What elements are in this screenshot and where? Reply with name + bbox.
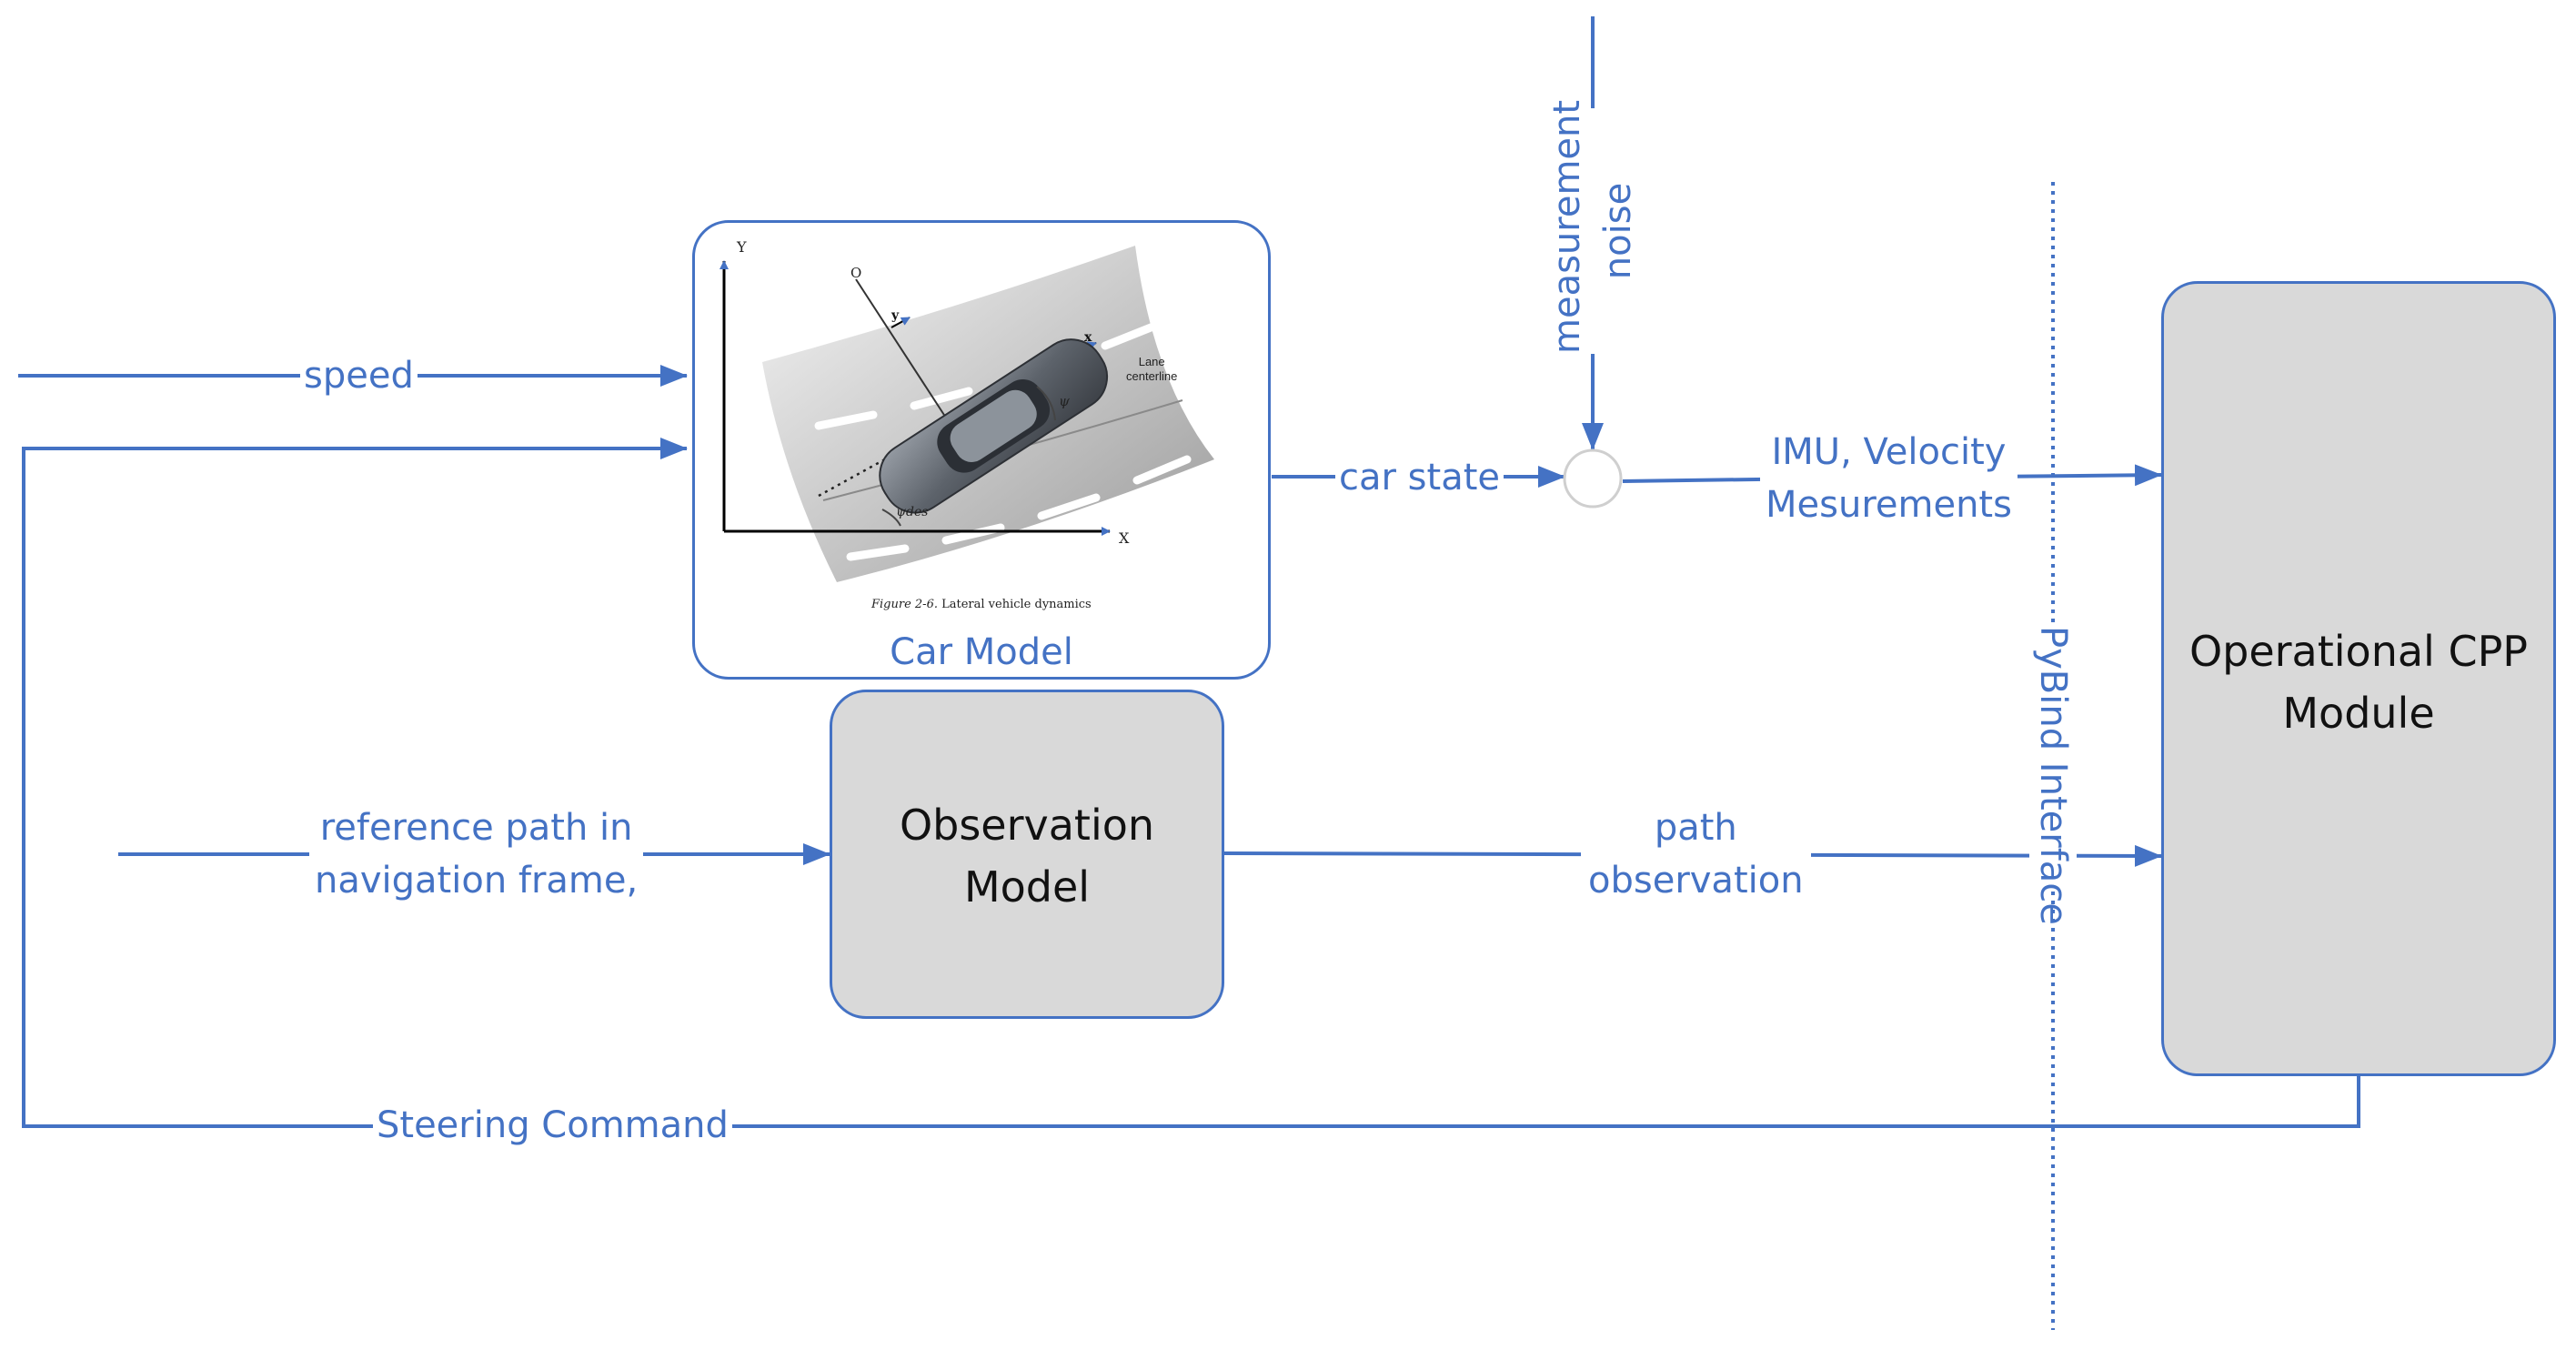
figure-lane-label-line1: Lane: [1138, 355, 1165, 368]
car-state-label: car state: [1335, 451, 1504, 504]
observation-model-title-line2: Model: [963, 862, 1091, 912]
figure-car-y-label: y: [891, 308, 900, 323]
cpp-module-block: Operational CPP Module: [2161, 281, 2556, 1076]
figure-axis-x-label: X: [1119, 529, 1130, 547]
reference-path-label-line2: navigation frame,: [315, 860, 639, 902]
car-model-title: Car Model: [890, 631, 1073, 673]
observation-model-block: Observation Model: [830, 690, 1224, 1019]
figure-psi-label: ψ: [1059, 393, 1070, 409]
observation-model-title-line1: Observation: [899, 801, 1155, 850]
figure-lane-label-line2: centerline: [1126, 369, 1178, 383]
figure-psi-des-label: ψdes: [896, 505, 929, 519]
steering-feedback-connector: [22, 438, 2360, 1128]
path-observation-label: path observation: [1581, 801, 1811, 907]
observation-model-title: Observation Model: [832, 794, 1222, 918]
cpp-module-title: Operational CPP Module: [2164, 620, 2553, 744]
reference-path-label: reference path in navigation frame,: [309, 801, 644, 907]
figure-caption-italic: Figure 2-6.: [871, 598, 938, 611]
car-dynamics-figure: [719, 246, 1214, 582]
cpp-module-title-line1: Operational CPP: [2189, 627, 2529, 676]
imu-label-line1: IMU, Velocity: [1771, 431, 2007, 473]
interface-label: PyBind Interface: [2029, 626, 2077, 925]
path-observation-label-line1: path: [1654, 807, 1737, 849]
cpp-module-title-line2: Module: [2282, 689, 2435, 738]
steering-command-label: Steering Command: [373, 1099, 732, 1152]
car-model-block: Car Model: [692, 220, 1271, 680]
summing-junction: [1563, 448, 1623, 509]
reference-path-label-line1: reference path in: [319, 807, 633, 849]
speed-label: speed: [300, 349, 418, 402]
imu-label: IMU, Velocity Mesurements: [1760, 426, 2018, 531]
measurement-noise-label-line1: measurement: [1546, 99, 1588, 354]
measurement-noise-label: measurement noise: [1542, 100, 1644, 354]
figure-axis-y-label: Y: [737, 238, 747, 256]
measurement-noise-label-line2: noise: [1597, 182, 1639, 280]
path-observation-label-line2: observation: [1588, 860, 1804, 902]
figure-caption-text: Lateral vehicle dynamics: [937, 598, 1092, 611]
figure-caption: Figure 2-6. Lateral vehicle dynamics: [871, 597, 1092, 613]
figure-lane-label: Lane centerline: [1126, 355, 1177, 384]
imu-label-line2: Mesurements: [1766, 484, 2012, 526]
figure-axis-o-label: O: [850, 265, 862, 281]
figure-car-x-label: x: [1084, 330, 1092, 345]
